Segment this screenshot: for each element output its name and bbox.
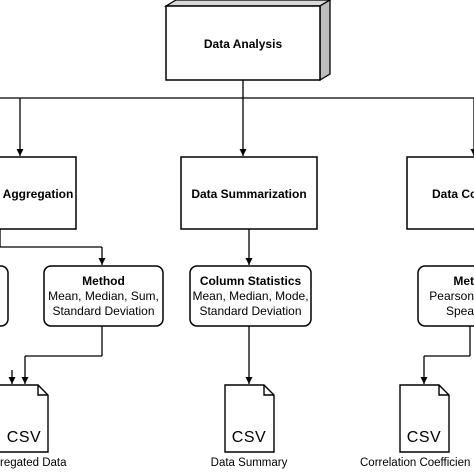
csv-label: CSV [231,428,267,446]
csv-document-icon [224,384,275,453]
column-statistics-line: Standard Deviation [199,303,302,318]
method-line: Standard Deviation [52,303,155,318]
correlation-coefficient-caption: Correlation Coefficien [360,456,471,469]
data-analysis-box [163,0,332,82]
left-partial-box [0,265,9,327]
column-statistics-text: Column Statistics Mean, Median, Mode, St… [190,270,311,322]
method-box [43,265,164,327]
correlation-method-box [417,265,474,327]
correlation-method-line: Spea [445,303,474,318]
column-statistics-box [189,265,312,327]
aggregated-data-caption: regated Data [0,456,67,469]
csv-document-icon [0,384,49,453]
correlation-method-line: Pearson [429,288,474,303]
csv-label: CSV [406,428,442,446]
method-text: Method Mean, Median, Sum, Standard Devia… [44,270,163,322]
data-summarization-label: Data Summarization [191,186,307,201]
document-connectors [8,326,471,384]
data-summary-caption: Data Summary [210,456,288,469]
correlation-method-text: Met Pearson Spea [418,270,474,322]
data-correlation-label: Data Co [432,186,474,201]
csv-document-icon [399,384,450,453]
method-line: Mean, Median, Sum, [48,288,159,303]
aggregation-box [0,156,77,230]
data-analysis-label: Data Analysis [203,36,283,51]
top-connectors [0,80,474,156]
aggregation-label: Aggregation [2,186,74,201]
data-correlation-box [406,156,474,230]
method-title: Method [82,273,125,288]
csv-label: CSV [6,428,42,446]
category-connectors [0,229,253,265]
column-statistics-line: Mean, Median, Mode, [192,288,309,303]
column-statistics-title: Column Statistics [199,273,302,288]
correlation-method-title: Met [453,273,474,288]
